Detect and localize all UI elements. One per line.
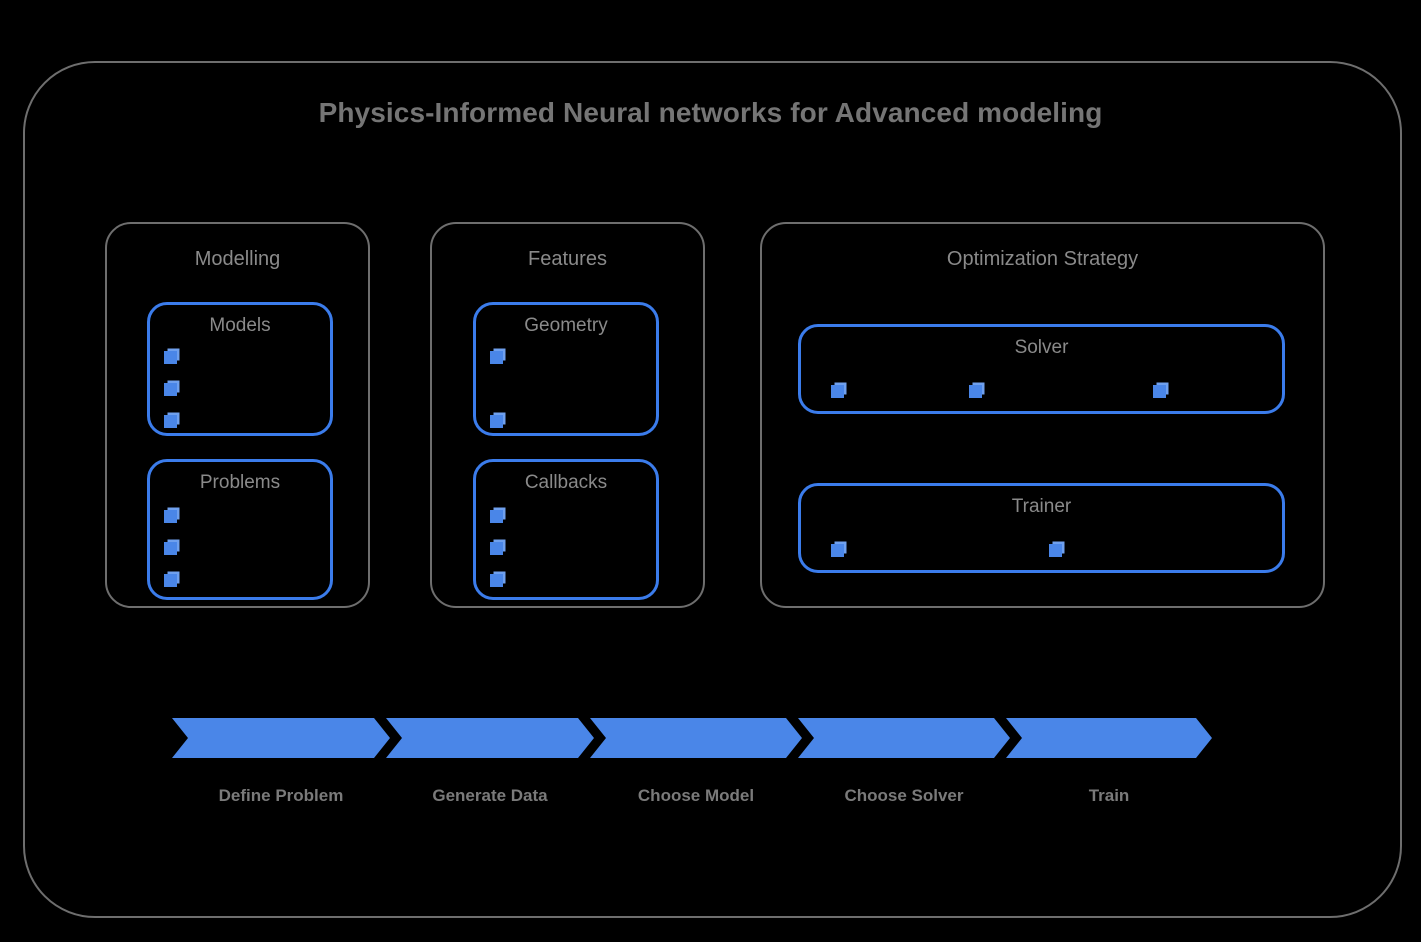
page-title: Physics-Informed Neural networks for Adv… [318, 97, 1103, 128]
group-panel-modelling[interactable]: Modelling [105, 222, 370, 608]
item-marker-icon [490, 351, 503, 364]
sub-panel-title-problems: Problems [199, 472, 281, 493]
item-marker-icon [164, 542, 177, 555]
flow-step-label: Choose Solver [844, 786, 964, 805]
group-title-features: Features [528, 248, 607, 270]
item-marker-icon [490, 542, 503, 555]
item-marker-icon [164, 510, 177, 523]
group-title-modelling: Modelling [194, 248, 281, 270]
item-marker-icon [1049, 544, 1062, 557]
sub-panel-title-models: Models [209, 315, 271, 336]
process-flow: Define Problem Generate Data Choose Mode… [172, 718, 1212, 805]
flow-step-arrow[interactable] [386, 718, 594, 758]
item-marker-icon [164, 351, 177, 364]
item-marker-icon [490, 415, 503, 428]
sub-panel-trainer[interactable]: Trainer [798, 483, 1285, 573]
sub-panel-title-callbacks: Callbacks [524, 472, 608, 493]
item-marker-icon [1153, 385, 1166, 398]
item-marker-icon [969, 385, 982, 398]
sub-panel-models[interactable]: Models [147, 302, 333, 436]
flow-step-label: Train [1088, 786, 1130, 805]
flow-step-arrow[interactable] [798, 718, 1010, 758]
flow-step-label: Choose Model [637, 786, 755, 805]
flow-step-arrow[interactable] [1006, 718, 1212, 758]
sub-panel-geometry[interactable]: Geometry [473, 302, 659, 436]
sub-panel-problems[interactable]: Problems [147, 459, 333, 600]
sub-panel-title-trainer: Trainer [1011, 496, 1072, 517]
item-marker-icon [490, 510, 503, 523]
item-marker-icon [831, 385, 844, 398]
flow-step-arrow[interactable] [172, 718, 390, 758]
flow-step-arrow[interactable] [590, 718, 802, 758]
group-panel-optimization-strategy[interactable]: Optimization Strategy [760, 222, 1325, 608]
flow-step-label: Define Problem [218, 786, 344, 805]
sub-panel-title-solver: Solver [1014, 337, 1069, 358]
group-panel-features[interactable]: Features [430, 222, 705, 608]
group-title-optimization-strategy: Optimization Strategy [946, 248, 1139, 270]
item-marker-icon [831, 544, 844, 557]
outer-container [23, 61, 1402, 918]
sub-panel-callbacks[interactable]: Callbacks [473, 459, 659, 600]
sub-panel-solver[interactable]: Solver [798, 324, 1285, 414]
flow-step-label: Generate Data [432, 786, 548, 805]
item-marker-icon [164, 415, 177, 428]
item-marker-icon [490, 574, 503, 587]
item-marker-icon [164, 383, 177, 396]
sub-panel-title-geometry: Geometry [524, 315, 608, 336]
item-marker-icon [164, 574, 177, 587]
